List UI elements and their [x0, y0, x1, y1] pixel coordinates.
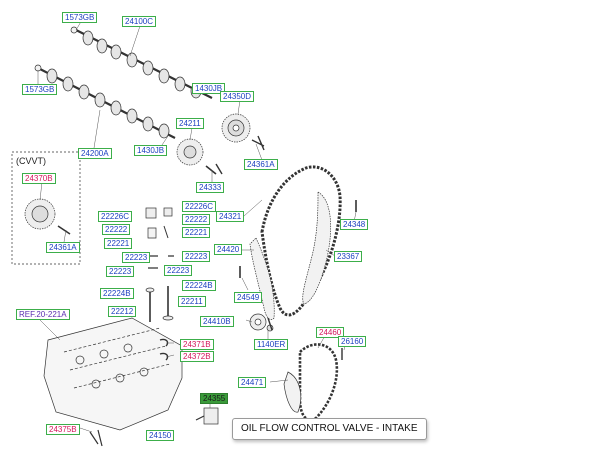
bottom-bolt: [89, 429, 103, 447]
fasteners: [215, 163, 357, 360]
part-label-22226c-b[interactable]: 22226C: [182, 201, 217, 212]
cvvt-sprocket-left[interactable]: [24, 198, 71, 235]
part-label-24355-selected[interactable]: 24355: [200, 393, 229, 404]
part-label-24410b[interactable]: 24410B: [200, 316, 234, 327]
valve-train-components[interactable]: [145, 207, 174, 322]
part-label-1573gb-top[interactable]: 1573GB: [62, 12, 98, 23]
reference-link[interactable]: REF.20-221A: [16, 309, 70, 320]
part-label-22223-d[interactable]: 22223: [164, 265, 193, 276]
part-label-22224b-a[interactable]: 22224B: [182, 280, 216, 291]
part-tooltip: OIL FLOW CONTROL VALVE - INTAKE: [232, 418, 427, 440]
chain-guide-right[interactable]: [302, 191, 331, 305]
timing-chain[interactable]: [260, 165, 342, 317]
part-label-24375b[interactable]: 24375B: [46, 424, 80, 435]
chain-guide-left[interactable]: [249, 237, 275, 320]
part-label-26160[interactable]: 26160: [338, 336, 367, 347]
part-label-1430jb-a[interactable]: 1430JB: [192, 83, 226, 94]
part-label-22221-a[interactable]: 22221: [182, 227, 211, 238]
part-label-1140er[interactable]: 1140ER: [254, 339, 289, 350]
part-label-22223-a[interactable]: 22223: [122, 252, 151, 263]
oil-seals: [159, 338, 169, 361]
oil-flow-control-valve[interactable]: [195, 407, 219, 425]
part-label-24361a-left[interactable]: 24361A: [46, 242, 80, 253]
part-label-23367[interactable]: 23367: [334, 251, 363, 262]
oil-pump-chain[interactable]: [283, 343, 339, 421]
cvvt-sprocket-right[interactable]: [221, 113, 265, 151]
intake-camshaft[interactable]: [70, 26, 213, 99]
part-label-24100c[interactable]: 24100C: [122, 16, 157, 27]
part-label-22226c-a[interactable]: 22226C: [98, 211, 133, 222]
part-label-22223-c[interactable]: 22223: [106, 266, 135, 277]
part-label-24211-top[interactable]: 24211: [176, 118, 204, 129]
part-label-22212[interactable]: 22212: [108, 306, 137, 317]
part-label-24361a-right[interactable]: 24361A: [244, 159, 278, 170]
part-label-1573gb-left[interactable]: 1573GB: [22, 84, 58, 95]
part-label-24420[interactable]: 24420: [214, 244, 243, 255]
part-label-24150[interactable]: 24150: [146, 430, 175, 441]
part-label-24321[interactable]: 24321: [216, 211, 245, 222]
cvvt-caption: (CVVT): [16, 156, 46, 166]
part-label-22224b-b[interactable]: 22224B: [100, 288, 134, 299]
part-label-24372b[interactable]: 24372B: [180, 351, 214, 362]
part-label-22221-b[interactable]: 22221: [104, 238, 133, 249]
crank-sprocket[interactable]: [249, 313, 274, 332]
part-label-22222-a[interactable]: 22222: [102, 224, 131, 235]
part-label-24371b[interactable]: 24371B: [180, 339, 214, 350]
part-label-22223-b[interactable]: 22223: [182, 251, 211, 262]
part-label-22222-b[interactable]: 22222: [182, 214, 211, 225]
part-label-1430jb-b[interactable]: 1430JB: [134, 145, 168, 156]
part-label-24460[interactable]: 24460: [316, 327, 345, 338]
camshaft-sprocket[interactable]: [176, 138, 217, 175]
part-label-24350d[interactable]: 24350D: [220, 91, 255, 102]
exhaust-camshaft[interactable]: [34, 64, 176, 139]
cvvt-inset-frame: [11, 151, 81, 265]
part-label-24471[interactable]: 24471: [238, 377, 267, 388]
cylinder-head[interactable]: [43, 317, 183, 431]
part-label-24333[interactable]: 24333: [196, 182, 225, 193]
part-label-24370b[interactable]: 24370B: [22, 173, 56, 184]
part-label-24348[interactable]: 24348: [340, 219, 369, 230]
part-label-24200a[interactable]: 24200A: [78, 148, 112, 159]
part-label-22211[interactable]: 22211: [178, 296, 206, 307]
part-label-24549[interactable]: 24549: [234, 292, 263, 303]
